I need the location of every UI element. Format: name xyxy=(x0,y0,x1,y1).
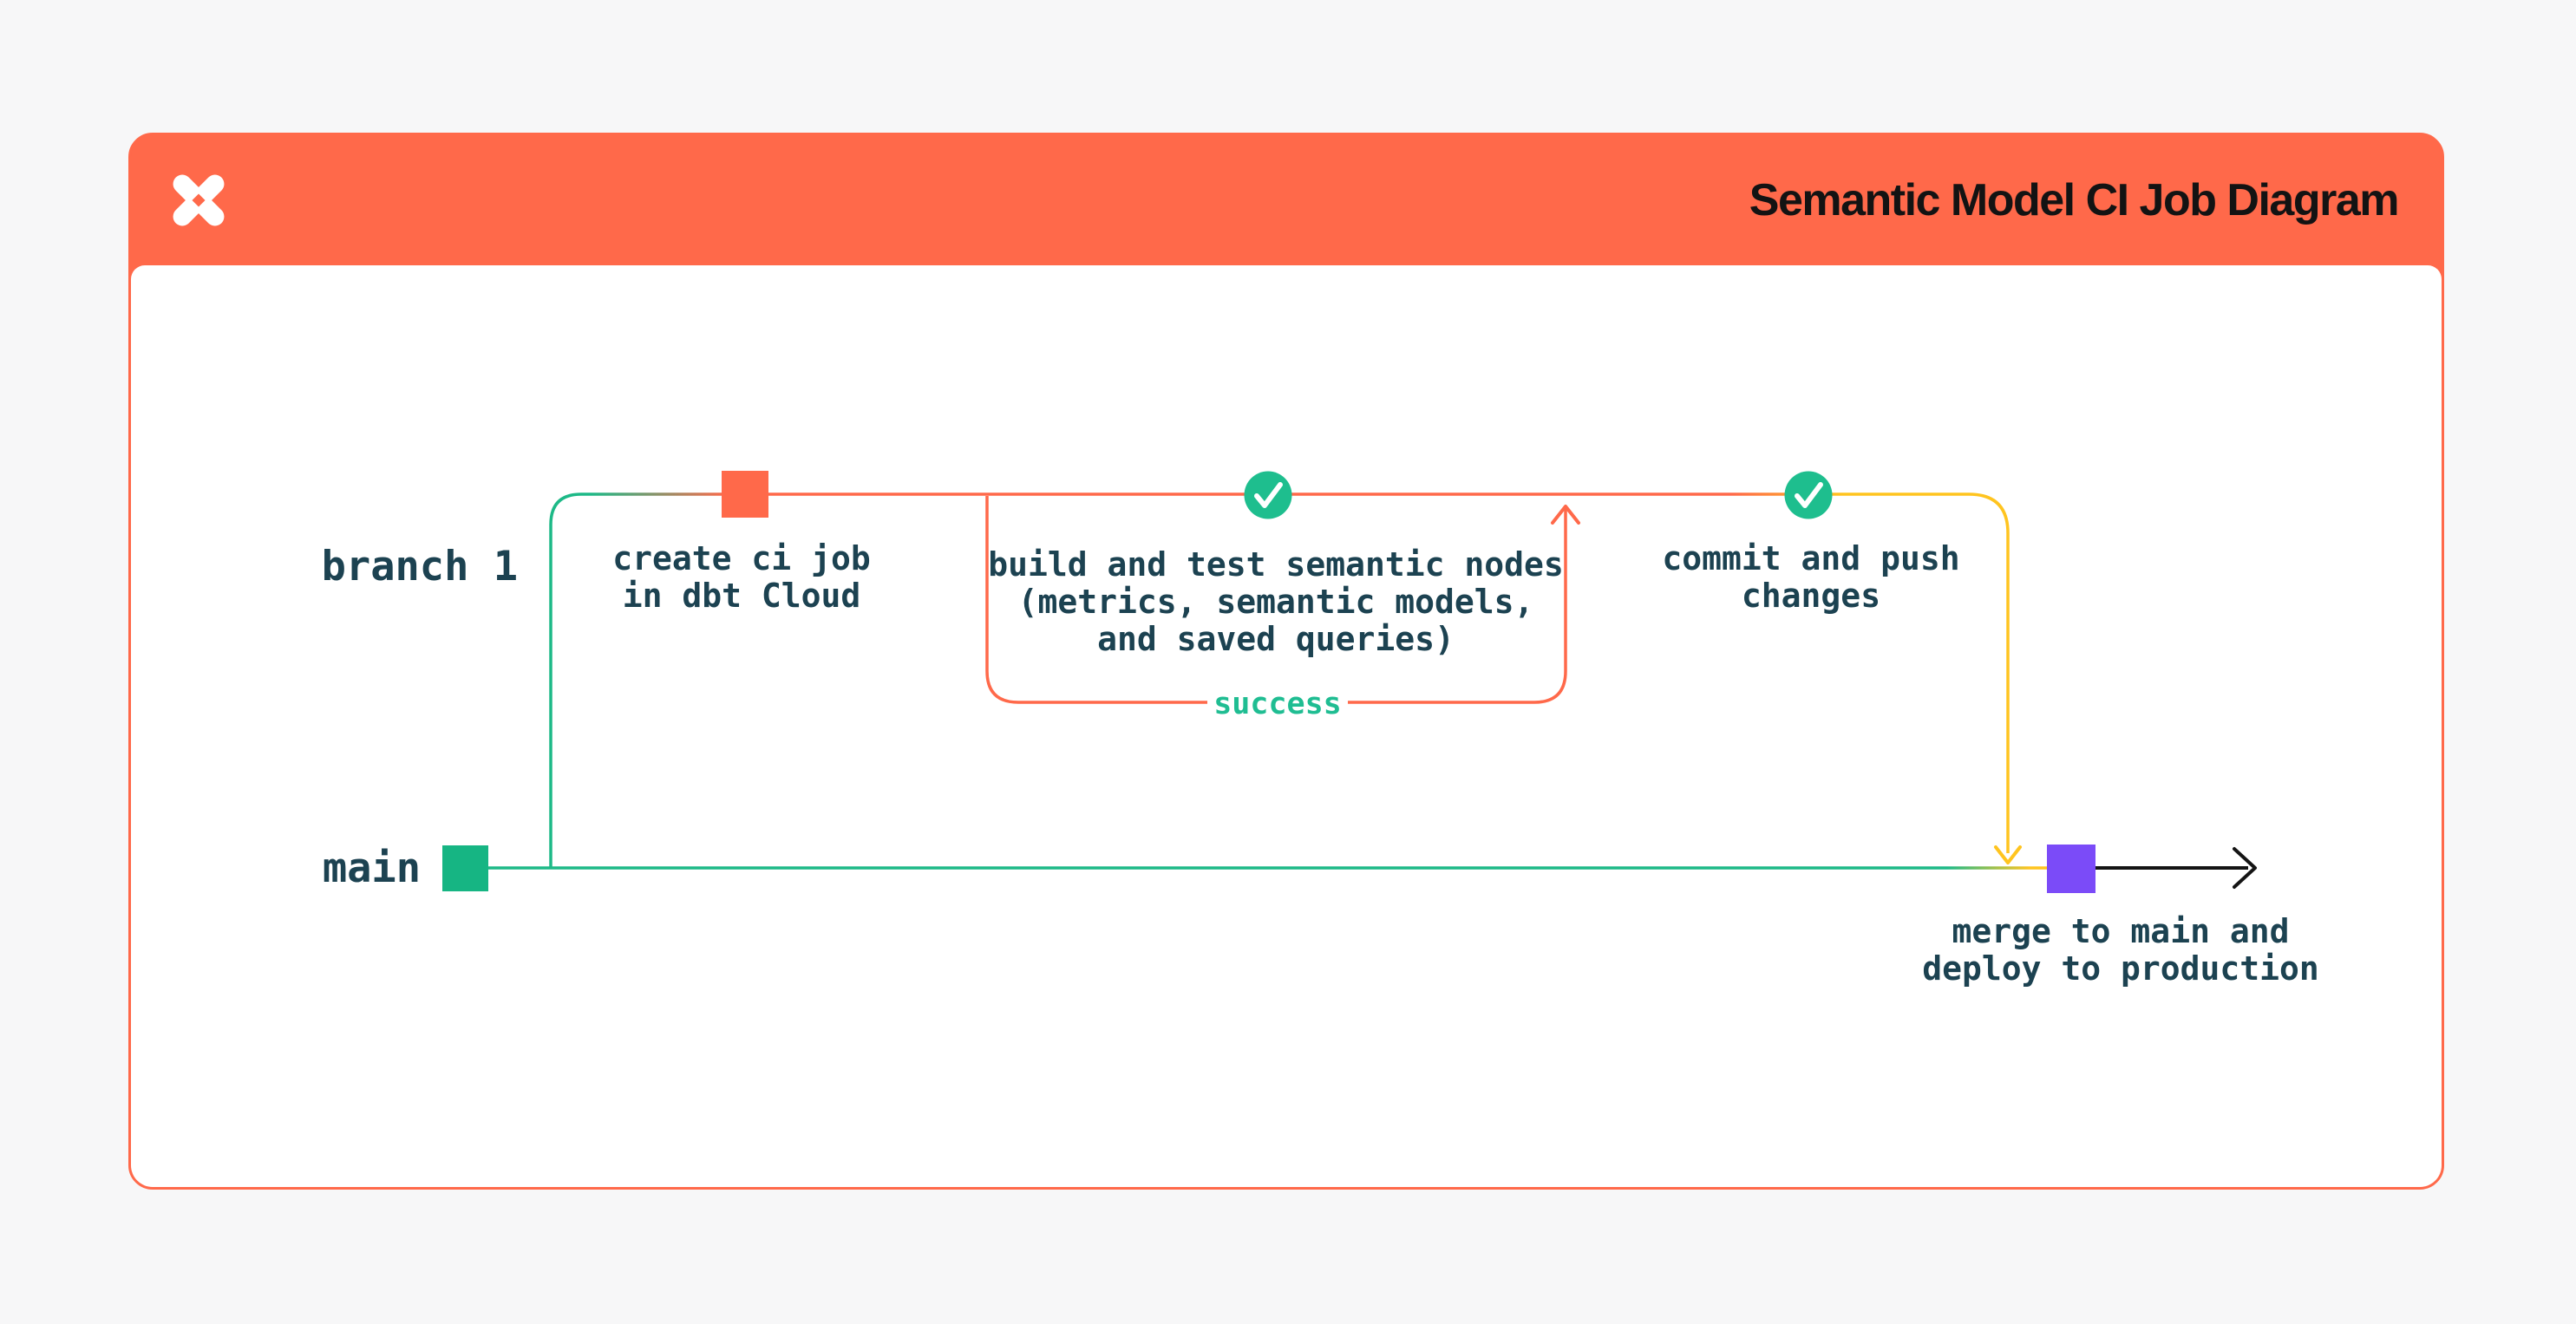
card-content xyxy=(131,265,2442,1187)
dbt-logo-icon xyxy=(173,174,225,226)
page-title: Semantic Model CI Job Diagram xyxy=(1749,175,2400,225)
card-header: Semantic Model CI Job Diagram xyxy=(131,135,2442,265)
diagram-card: Semantic Model CI Job Diagram xyxy=(128,133,2444,1190)
